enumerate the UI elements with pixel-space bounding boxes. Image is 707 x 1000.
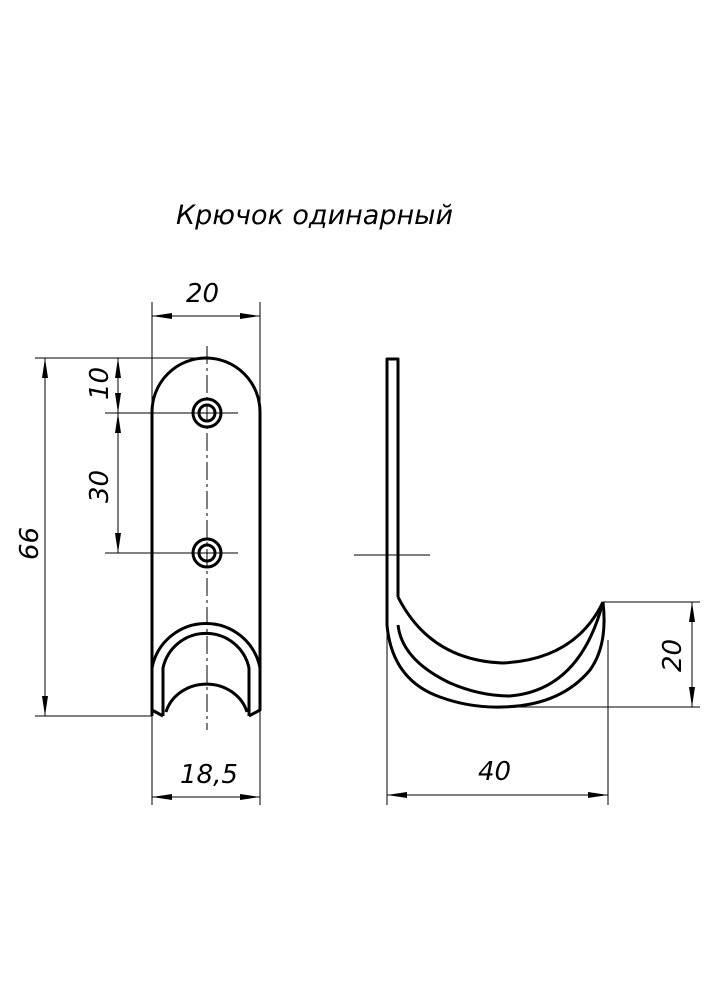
hook-tip-arc [164, 682, 249, 713]
hook-profile-middle [396, 601, 605, 698]
plate-left-chamfer [151, 708, 164, 718]
dim-top-to-hole: 10 [85, 367, 115, 400]
hook-profile-inner [396, 596, 605, 665]
hook-profile-outer [385, 357, 606, 709]
dim-hook-depth: 40 [478, 757, 511, 787]
side-view: 20 40 [354, 357, 700, 805]
dim-width-top: 20 [186, 279, 219, 309]
dim-height-total: 66 [15, 527, 45, 560]
dim-hole-spacing: 30 [85, 470, 115, 503]
hook-outer-arc [150, 622, 262, 669]
front-view: 20 66 10 30 18,5 [15, 279, 262, 805]
hook-inner-arc [161, 631, 251, 716]
dim-hook-height: 20 [658, 639, 688, 672]
drawing-title: Крючок одинарный [176, 200, 453, 231]
dim-width-bottom: 18,5 [180, 760, 238, 790]
plate-outline [150, 356, 262, 718]
